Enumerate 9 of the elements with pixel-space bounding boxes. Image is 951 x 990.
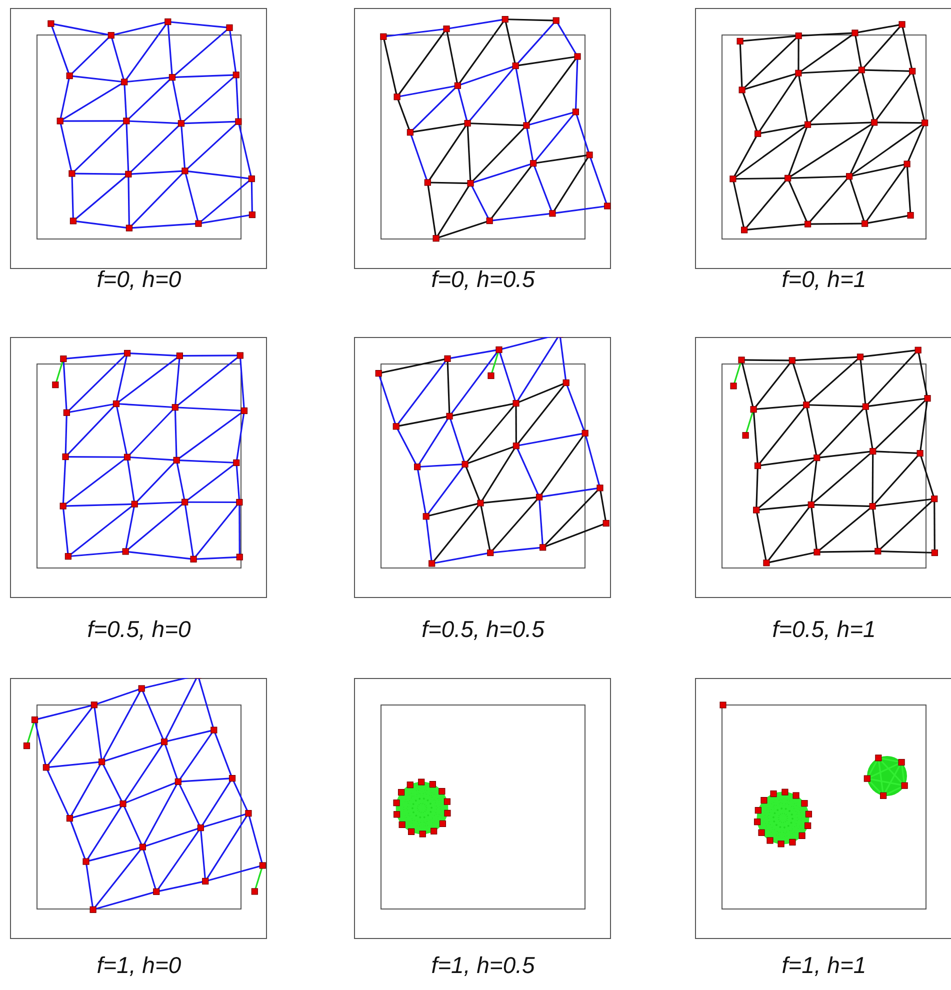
panel-caption: f=0.5, h=0 [86,616,192,643]
panel-caption: f=0, h=0 [96,266,182,293]
panel-caption: f=0, h=1 [780,266,868,293]
panel-caption: f=1, h=0 [96,952,182,979]
panel-caption: f=0.5, h=1 [771,616,877,643]
panel-caption: f=1, h=0.5 [430,952,536,979]
panel-caption: f=0, h=0.5 [430,266,536,293]
panel-caption: f=0.5, h=0.5 [420,616,546,643]
panel-caption: f=1, h=1 [780,952,868,979]
